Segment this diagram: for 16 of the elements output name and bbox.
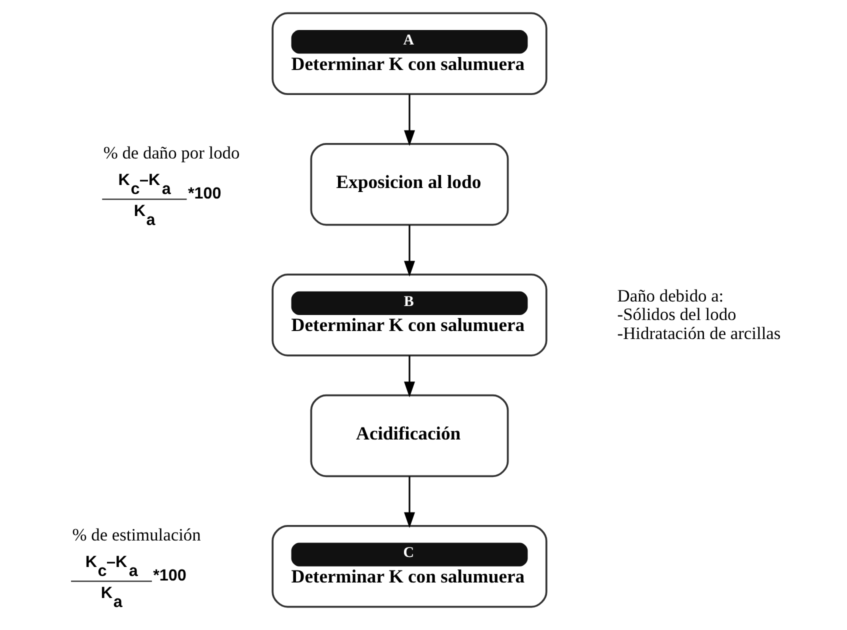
arrow <box>404 225 415 277</box>
node-label: *100 <box>153 566 186 585</box>
node-box: A Determinar K con salumuera <box>272 12 548 96</box>
node-box: Acidificación <box>310 394 509 478</box>
node-box: Exposicion al lodo <box>310 142 509 226</box>
node-box: C Determinar K con salumuera <box>272 525 548 608</box>
node-label: Daño debido a: <box>617 286 724 306</box>
node-label: -Sólidos del lodo <box>617 304 736 324</box>
node-label: % de daño por lodo <box>103 142 240 162</box>
arrow <box>404 356 415 398</box>
node-label: -Hidratación de arcillas <box>617 322 781 343</box>
node-box: B Determinar K con salumuera <box>272 274 548 356</box>
arrow <box>404 476 415 528</box>
node-label: *100 <box>188 184 222 203</box>
arrow <box>404 94 415 146</box>
node-label: % de estimulación <box>72 524 201 544</box>
